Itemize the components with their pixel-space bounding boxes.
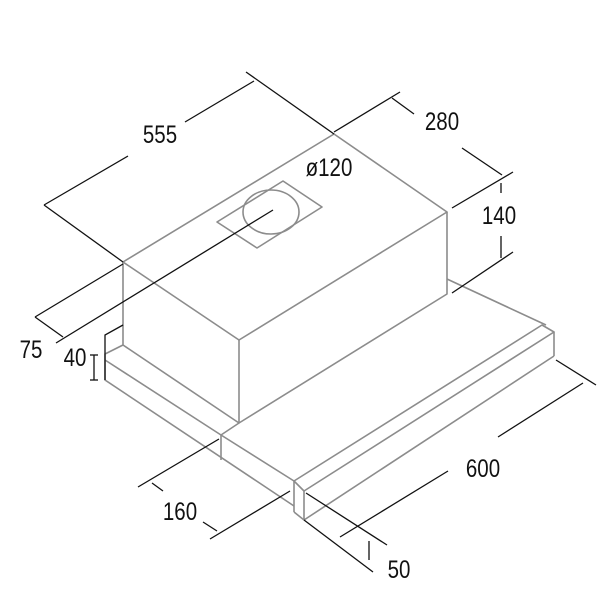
duct-outlet [216,180,323,249]
dimension-lines [34,71,597,573]
dim-label-280: 280 [425,107,459,135]
dim-label-160: 160 [163,497,197,525]
dim-label-40: 40 [64,343,87,371]
dim-label-555: 555 [143,120,177,148]
dim-label-600: 600 [466,454,500,482]
hood-body [122,133,448,424]
dim-label-75: 75 [20,335,43,363]
dim-label-duct-diameter: ø120 [306,153,353,181]
dim-label-50: 50 [388,555,411,583]
front-bar [293,324,555,521]
dim-label-140: 140 [482,201,516,229]
